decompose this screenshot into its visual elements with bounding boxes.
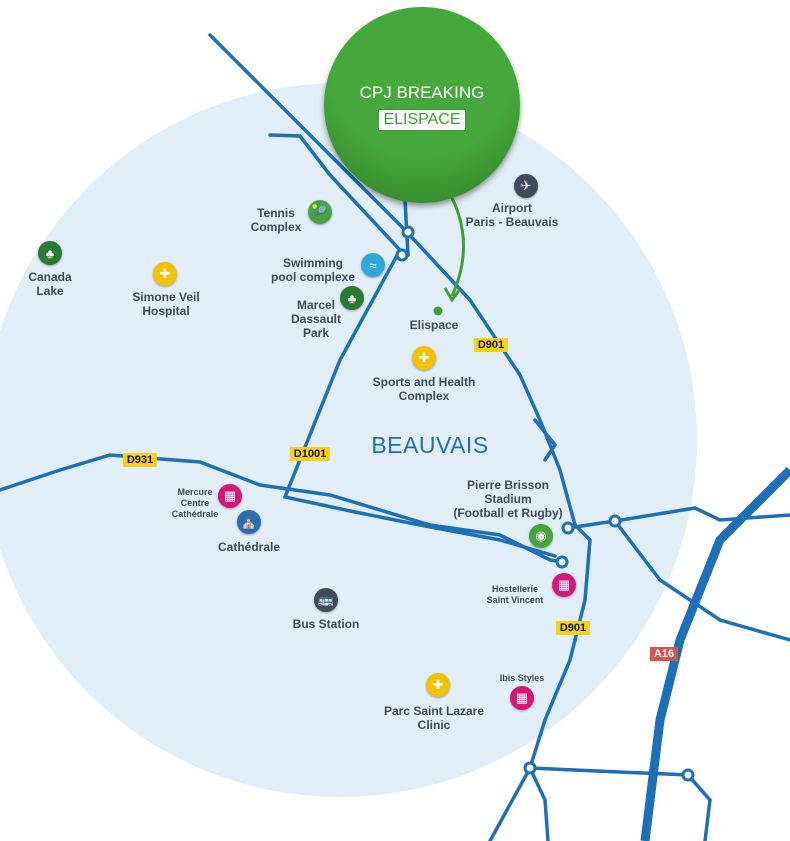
badge-subtitle: ELISPACE <box>378 109 466 131</box>
poi-label: Parc Saint Lazare Clinic <box>383 704 485 732</box>
road-d901-south <box>528 523 592 841</box>
poi-label: Ibis Styles <box>499 673 545 683</box>
roundabouts <box>395 225 695 782</box>
road-south-2 <box>488 766 532 841</box>
tennis-icon[interactable]: 🎾 <box>308 200 332 224</box>
road-label-d931: D931 <box>122 453 158 467</box>
city-label: BEAUVAIS <box>371 432 489 458</box>
poi-label: Cathédrale <box>217 540 281 554</box>
badge-title: CPJ BREAKING <box>359 83 485 102</box>
arrow-head-icon <box>443 287 462 303</box>
health-cross-icon[interactable]: ✚ <box>426 673 450 697</box>
poi-label: Sports and Health Complex <box>372 375 476 403</box>
road-d901-north <box>208 33 577 527</box>
tree-icon[interactable]: ♣ <box>38 241 62 265</box>
stadium-icon[interactable]: ◉ <box>529 524 553 548</box>
road-d1001 <box>268 133 557 558</box>
elispace-arrow <box>450 197 465 297</box>
poi-label: Marcel Dassault Park <box>290 298 342 340</box>
road-a16 <box>640 466 790 841</box>
health-cross-icon[interactable]: ✚ <box>153 262 177 286</box>
road-east-2 <box>613 519 790 642</box>
poi-label: Elispace <box>409 318 459 332</box>
road-south <box>528 766 712 841</box>
road-label-d901-south: D901 <box>555 621 591 635</box>
road-label-d901: D901 <box>473 338 509 352</box>
bus-icon[interactable]: 🚌 <box>314 588 338 612</box>
road-loop <box>533 418 558 462</box>
airplane-icon[interactable]: ✈ <box>514 174 538 198</box>
swimmer-icon[interactable]: ≈ <box>361 253 385 277</box>
roads <box>0 33 790 841</box>
poi-label: Swimming pool complexe <box>270 256 356 284</box>
location-dot-icon[interactable] <box>433 306 443 316</box>
poi-label: Mercure Centre Cathédrale <box>171 487 219 519</box>
hotel-icon[interactable]: ▦ <box>552 573 576 597</box>
road-label-d1001: D1001 <box>289 447 331 461</box>
road-label-a16: A16 <box>649 647 679 661</box>
poi-label: Pierre Brisson Stadium (Football et Rugb… <box>453 478 563 520</box>
poi-label: Canada Lake <box>28 270 72 298</box>
health-cross-icon[interactable]: ✚ <box>412 346 436 370</box>
road-d931 <box>0 453 564 564</box>
tree-icon[interactable]: ♣ <box>340 286 364 310</box>
poi-label: Bus Station <box>292 617 360 631</box>
hotel-icon[interactable]: ▦ <box>218 484 242 508</box>
poi-label: Hostellerie Saint Vincent <box>486 584 544 605</box>
poi-label: Tennis Complex <box>250 206 302 234</box>
event-badge: CPJ BREAKING ELISPACE <box>324 7 520 203</box>
hotel-icon[interactable]: ▦ <box>510 686 534 710</box>
cathedral-icon[interactable]: ⛪ <box>237 510 261 534</box>
city-area <box>0 83 697 797</box>
poi-label: Simone Veil Hospital <box>132 290 200 318</box>
poi-label: Airport Paris - Beauvais <box>465 201 559 229</box>
